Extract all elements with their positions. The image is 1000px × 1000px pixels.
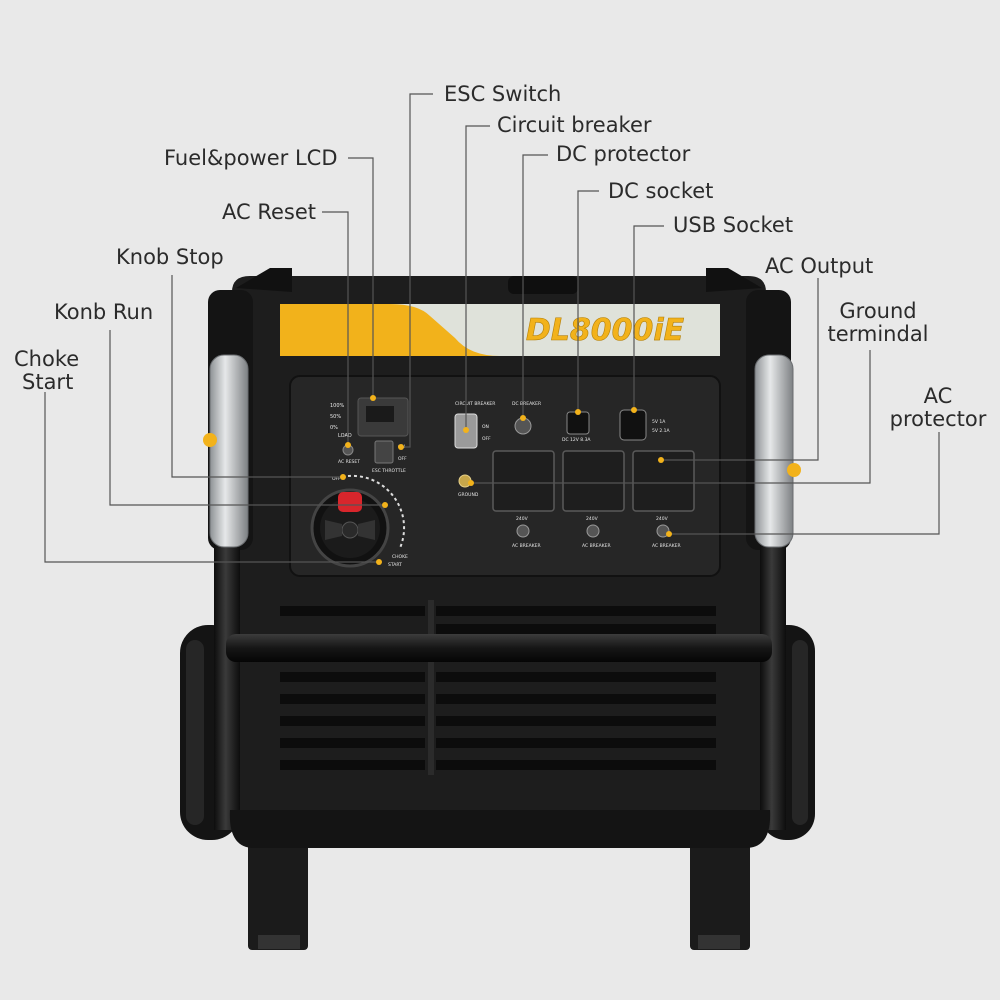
label-ac-reset: AC Reset — [222, 200, 316, 224]
left-frame-tube — [214, 540, 240, 830]
circuit-breaker-on: ON — [482, 424, 489, 430]
circuit-breaker-off: OFF — [482, 436, 491, 442]
ac-breaker-label-3: AC BREAKER — [652, 543, 681, 549]
label-circuit-breaker: Circuit breaker — [497, 113, 652, 137]
panel-level-50: 50% — [330, 414, 341, 420]
label-choke-start-line-2: Start — [22, 370, 74, 394]
leader-circuit-breaker — [465, 125, 490, 430]
panel-ac-reset-label: AC RESET — [338, 459, 360, 465]
ac-breaker-1[interactable] — [516, 524, 530, 538]
label-fuel-power-lcd: Fuel&power LCD — [164, 146, 338, 170]
leader-lines — [44, 93, 940, 563]
leader-dots — [340, 395, 672, 565]
bottom-frame — [229, 810, 771, 848]
panel-level-100: 100% — [330, 403, 345, 409]
leader-esc-switch — [401, 93, 433, 448]
right-chrome-handle — [754, 354, 801, 548]
ground-label: GROUND — [458, 492, 479, 498]
engine-knob[interactable] — [310, 488, 390, 568]
label-ac-protector-line-2: protector — [889, 407, 987, 431]
model-badge — [390, 304, 720, 356]
lcd-screen — [366, 406, 394, 422]
dc-socket[interactable] — [566, 411, 590, 435]
ac-voltage-2: 240V — [586, 516, 599, 522]
leader-ac-reset — [322, 211, 349, 445]
leader-ac-output — [661, 278, 819, 461]
leader-dc-socket — [577, 190, 599, 412]
label-choke-start-line-1: Choke — [14, 347, 80, 371]
leader-knob-stop — [171, 275, 343, 478]
usb-socket[interactable] — [619, 409, 647, 441]
label-dc-protector: DC protector — [556, 142, 691, 166]
model-name: DL8000iE — [526, 313, 685, 348]
ac-breaker-label-1: AC BREAKER — [512, 543, 541, 549]
label-ground-terminal-line-1: Ground — [839, 299, 917, 323]
ac-breaker-2[interactable] — [586, 524, 600, 538]
panel-level-0: 0% — [330, 425, 338, 431]
label-ac-output: AC Output — [765, 254, 874, 278]
ac-breaker-label-2: AC BREAKER — [582, 543, 611, 549]
leader-ac-protector — [669, 432, 940, 535]
right-frame-tube — [760, 540, 786, 830]
panel-esc-off: OFF — [398, 456, 407, 462]
left-leg-foot — [258, 935, 300, 949]
panel-load-label: LOAD — [338, 433, 352, 439]
label-ac-protector-line-1: AC — [923, 384, 953, 408]
vent-grille — [280, 606, 716, 770]
label-knob-stop: Knob Stop — [116, 245, 224, 269]
ac-outlet-1[interactable] — [492, 450, 555, 512]
circuit-breaker-label: CIRCUIT BREAKER — [455, 401, 495, 407]
dc-breaker-label: DC BREAKER — [512, 401, 541, 407]
usb-rating-1: 5V 1A — [652, 419, 666, 425]
label-konb-run: Konb Run — [54, 300, 154, 324]
dc-rating-label: DC 12V 8.3A — [562, 437, 591, 443]
left-chrome-handle — [203, 354, 249, 548]
esc-switch[interactable] — [374, 440, 394, 464]
usb-rating-2: 5V 2.1A — [652, 428, 671, 434]
right-leg-foot — [698, 935, 740, 949]
label-usb-socket: USB Socket — [673, 213, 794, 237]
leader-usb-socket — [633, 225, 664, 410]
ac-outlet-3[interactable] — [632, 450, 695, 512]
leader-dc-protector — [522, 154, 548, 418]
label-esc-switch: ESC Switch — [444, 82, 562, 106]
label-choke-start: Choke Start — [14, 348, 79, 394]
top-cap — [508, 276, 578, 294]
knob-choke-label: CHOKE — [392, 554, 408, 560]
leader-ground-terminal — [471, 350, 871, 484]
label-ground-terminal: Ground termindal — [818, 300, 938, 346]
label-dc-socket: DC socket — [608, 179, 714, 203]
front-crossbar — [226, 634, 772, 662]
ac-outlet-2[interactable] — [562, 450, 625, 512]
leader-choke-start — [44, 392, 379, 563]
ac-voltage-1: 240V — [516, 516, 529, 522]
left-leg — [248, 838, 308, 950]
ac-voltage-3: 240V — [656, 516, 669, 522]
leader-fuel-power-lcd — [348, 157, 374, 398]
knob-arc — [347, 474, 405, 549]
knob-off-label: OFF — [332, 476, 341, 482]
label-ground-terminal-line-2: termindal — [827, 322, 929, 346]
knob-start-label: START — [388, 562, 402, 568]
lower-panel-divider — [428, 600, 434, 775]
leader-konb-run — [109, 330, 385, 506]
right-leg — [690, 838, 750, 950]
panel-esc-throttle-label: ESC THROTTLE — [372, 468, 406, 474]
top-handle-left — [236, 268, 292, 292]
label-ac-protector: AC protector — [882, 385, 994, 431]
top-handle-right — [706, 268, 762, 292]
